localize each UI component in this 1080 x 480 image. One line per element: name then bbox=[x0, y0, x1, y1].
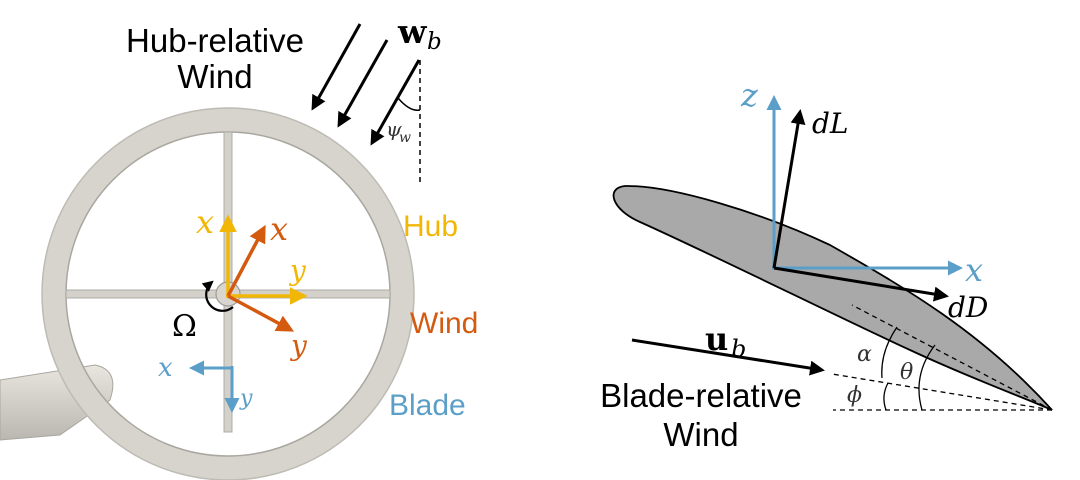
wind-angle-subscript: w bbox=[399, 130, 411, 146]
blade-frame-y-label: y bbox=[239, 386, 253, 411]
alpha-arc bbox=[881, 326, 898, 379]
wind-frame-y-axis bbox=[227, 294, 295, 332]
airfoil-z-label: z bbox=[740, 76, 759, 114]
wind-frame-x-axis bbox=[226, 224, 266, 297]
blade-wind-label-line2: Wind bbox=[663, 416, 738, 453]
relative-velocity-arrow bbox=[631, 338, 825, 376]
wind-frame-label: Wind bbox=[410, 307, 478, 340]
alpha-symbol: α bbox=[857, 342, 872, 367]
hub-wind-label-line2: Wind bbox=[177, 58, 252, 95]
wind-frame-y-label: y bbox=[289, 329, 308, 362]
chord-line bbox=[851, 304, 1053, 411]
hub-wind-label-line1: Hub-relative bbox=[126, 22, 304, 59]
hub-ring bbox=[42, 108, 414, 480]
rotation-arrow bbox=[201, 280, 234, 312]
airfoil-x-label: x bbox=[965, 251, 983, 289]
hub-frame-x-label: x bbox=[196, 203, 214, 241]
airfoil-panel: α θ ϕ z x dL dD u b Blade-relative Wind bbox=[600, 76, 1053, 453]
wind-frame: x y Wind bbox=[226, 210, 478, 362]
phi-arc bbox=[883, 382, 889, 411]
hub-frame-label: Hub bbox=[403, 210, 458, 243]
phi-symbol: ϕ bbox=[847, 383, 862, 408]
blade-frame-label: Blade bbox=[389, 389, 466, 422]
velocity-symbol: u bbox=[705, 320, 728, 358]
wind-angle-arc bbox=[397, 97, 421, 111]
theta-arc bbox=[918, 344, 936, 411]
wind-angle-symbol: ψ bbox=[386, 117, 402, 141]
blade-frame-x-label: x bbox=[158, 353, 173, 383]
wind-arrows bbox=[311, 23, 421, 146]
lift-arrow bbox=[772, 109, 806, 269]
wind-arrow-2 bbox=[337, 39, 389, 128]
wind-arrow-3 bbox=[370, 59, 421, 146]
drag-symbol: dD bbox=[948, 291, 988, 324]
lift-symbol: dL bbox=[812, 107, 849, 140]
wind-vector-symbol: w bbox=[397, 12, 428, 51]
velocity-subscript: b bbox=[731, 335, 746, 363]
wind-vector-subscript: b bbox=[427, 29, 442, 55]
rotation-symbol: Ω bbox=[172, 309, 197, 344]
theta-symbol: θ bbox=[900, 360, 913, 385]
airfoil-section bbox=[612, 185, 1053, 411]
blade-frame: x y Blade bbox=[158, 353, 466, 422]
drag-arrow bbox=[773, 266, 949, 302]
wind-arrow-1 bbox=[311, 23, 362, 111]
hub-frame-y-label: y bbox=[288, 254, 307, 287]
hub-panel: Hub-relative Wind w b ψ w x y Hub x y bbox=[0, 12, 478, 480]
blade-wind-label-line1: Blade-relative bbox=[600, 377, 802, 414]
rotor-plane-line bbox=[831, 373, 1053, 411]
wind-frame-x-label: x bbox=[270, 210, 288, 248]
hub-frame: x y Hub bbox=[196, 203, 458, 305]
